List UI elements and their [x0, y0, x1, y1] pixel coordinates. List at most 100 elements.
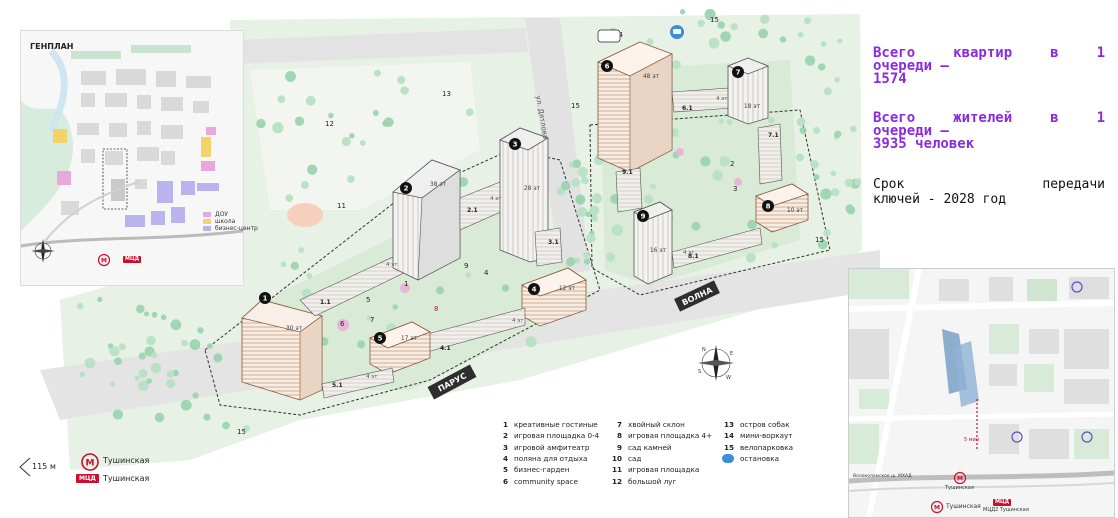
bottom-metro-label: Тушинская: [946, 503, 981, 510]
tree-icon: [585, 211, 591, 218]
amenity-number-15-1: 15: [237, 428, 246, 436]
tree-icon: [719, 156, 730, 167]
building-badge-3: [509, 138, 521, 150]
building-number-5: 5: [378, 335, 383, 343]
legend-number: 11: [611, 465, 622, 475]
section-floors-0: 4 эт: [386, 262, 398, 268]
tree-icon: [300, 180, 309, 189]
tree-icon: [97, 296, 103, 303]
tree-icon: [697, 19, 705, 28]
legend-label: креативные гостиные: [514, 420, 598, 429]
legend-label: игровая площадка: [628, 465, 700, 475]
building-number-2: 2: [404, 185, 409, 193]
community-space-6: [337, 319, 349, 331]
section-3-1: [534, 227, 563, 267]
genplan-title: ГЕНПЛАН: [30, 42, 74, 51]
legend-label: игровая площадка 0-4: [514, 431, 600, 441]
legend-label: большой луг: [628, 476, 677, 486]
tree-icon: [820, 41, 827, 47]
tree-icon: [834, 77, 840, 83]
inset-mcd-badge: МЦД: [993, 499, 1012, 506]
tree-icon: [366, 315, 373, 322]
location-block: [1029, 429, 1069, 459]
building-9: [633, 201, 673, 285]
legend-number: 12: [611, 476, 622, 486]
bus-stop-icon: [670, 25, 684, 39]
genplan-block: [193, 101, 209, 113]
legend-label: сад камней: [628, 442, 672, 452]
svg-text:M: M: [101, 258, 107, 265]
genplan-block: [201, 137, 211, 157]
tree-icon: [561, 181, 571, 191]
legend-number: 8: [616, 431, 622, 441]
mcd-station-name: Тушинская: [103, 474, 150, 483]
genplan-block: [77, 123, 99, 135]
tree-icon: [347, 175, 355, 183]
building-floors-3: 28 эт: [524, 185, 541, 192]
metro-station-name: Тушинская: [103, 456, 150, 465]
amenity-number-2: 2: [730, 160, 734, 168]
tree-icon: [679, 9, 686, 15]
genplan-block: [71, 51, 121, 59]
location-map: [849, 269, 1114, 517]
genplan-block: [135, 179, 147, 189]
tree-icon: [150, 362, 162, 374]
amenity-number-8: 8: [434, 305, 438, 313]
tree-icon: [109, 346, 120, 357]
tree-icon: [779, 36, 787, 43]
workout-marker: [597, 29, 621, 43]
tree-icon: [180, 399, 192, 411]
building-1: [241, 299, 323, 401]
section-label-4-1: 4.1: [440, 345, 451, 352]
tree-icon: [349, 133, 355, 139]
residents-line2: очереди –: [873, 123, 949, 139]
location-block: [989, 277, 1013, 301]
tree-icon: [823, 228, 831, 237]
tree-icon: [222, 421, 230, 430]
building-badge-6: [601, 60, 613, 72]
legend-number: 7: [616, 420, 622, 429]
tree-icon: [146, 378, 152, 384]
tree-icon: [796, 153, 804, 162]
deadline-line1: Срок передачи: [873, 177, 1105, 192]
building-floors-2: 38 эт: [430, 181, 447, 188]
keys-deadline: Срок передачи ключей - 2028 год: [873, 177, 1105, 207]
tree-icon: [160, 314, 167, 321]
legend-number: 13: [723, 420, 734, 429]
tree-icon: [192, 392, 199, 399]
tree-icon: [501, 284, 510, 292]
building-badge-7: [732, 66, 744, 78]
genplan-block: [105, 151, 123, 165]
svg-text:N: N: [702, 347, 706, 353]
genplan-map: [20, 31, 244, 285]
tree-icon: [672, 60, 681, 69]
section-label-7-1: 7.1: [768, 132, 779, 139]
tree-icon: [458, 177, 469, 187]
amenity-number-15: 15: [710, 16, 719, 24]
tree-icon: [118, 343, 126, 351]
compass-icon: N E S W: [698, 345, 734, 381]
genplan-block: [81, 93, 95, 107]
legend-number: 1: [502, 420, 508, 429]
tree-icon: [730, 23, 738, 31]
tree-icon: [256, 118, 266, 129]
building-badge-9: [637, 210, 649, 222]
genplan-block: [125, 215, 145, 227]
legend-dou: ДОУ: [203, 211, 258, 218]
building-floors-8: 10 эт: [787, 207, 804, 214]
legend-item-bus-stop: остановка: [716, 454, 779, 464]
legend-label: велопарковка: [740, 442, 794, 452]
tree-icon: [575, 195, 584, 204]
section-label-9-1: 9.1: [622, 169, 633, 176]
tree-icon: [114, 357, 122, 365]
tree-icon: [796, 117, 806, 127]
tree-icon: [341, 136, 351, 147]
tree-icon: [197, 327, 204, 334]
tree-icon: [577, 207, 588, 217]
tree-icon: [850, 125, 857, 133]
location-block: [849, 424, 879, 464]
tree-icon: [746, 252, 756, 263]
tree-icon: [591, 214, 598, 222]
